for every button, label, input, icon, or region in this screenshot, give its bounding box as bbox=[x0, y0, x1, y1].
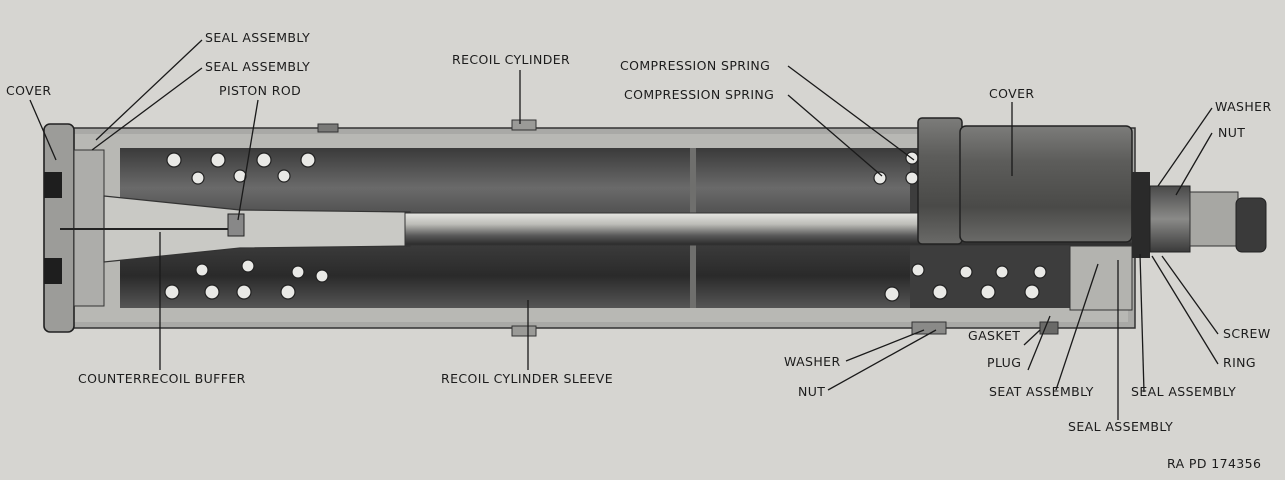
leader-lines bbox=[29, 39, 1219, 420]
label-cover-left: COVER bbox=[6, 83, 52, 98]
label-piston-rod: PISTON ROD bbox=[219, 83, 302, 98]
label-compression-spring-1: COMPRESSION SPRING bbox=[620, 58, 771, 73]
label-seat-assembly: SEAT ASSEMBLY bbox=[989, 384, 1094, 399]
label-plug: PLUG bbox=[987, 355, 1022, 370]
label-recoil-cylinder: RECOIL CYLINDER bbox=[452, 52, 571, 67]
label-seal-assembly-bottom-right: SEAL ASSEMBLY bbox=[1131, 384, 1237, 399]
label-cover-right: COVER bbox=[989, 86, 1035, 101]
compression-spring-coils bbox=[164, 151, 1088, 302]
label-seal-assembly-2: SEAL ASSEMBLY bbox=[205, 59, 311, 74]
label-seal-assembly-bottom: SEAL ASSEMBLY bbox=[1068, 419, 1174, 434]
label-washer-bottom: WASHER bbox=[784, 354, 841, 369]
label-seal-assembly-1: SEAL ASSEMBLY bbox=[205, 30, 311, 45]
label-washer-right: WASHER bbox=[1215, 99, 1272, 114]
label-nut-bottom: NUT bbox=[798, 384, 826, 399]
label-recoil-cylinder-sleeve: RECOIL CYLINDER SLEEVE bbox=[441, 371, 614, 386]
label-counterrecoil-buffer: COUNTERRECOIL BUFFER bbox=[78, 371, 246, 386]
label-ring: RING bbox=[1223, 355, 1257, 370]
label-nut-right: NUT bbox=[1218, 125, 1246, 140]
label-gasket: GASKET bbox=[968, 328, 1021, 343]
label-screw: SCREW bbox=[1223, 326, 1271, 341]
right-end-fittings bbox=[1132, 172, 1267, 258]
label-compression-spring-2: COMPRESSION SPRING bbox=[624, 87, 775, 102]
piston-rod-head-shape bbox=[227, 213, 245, 237]
figure-id: RA PD 174356 bbox=[1167, 456, 1262, 471]
